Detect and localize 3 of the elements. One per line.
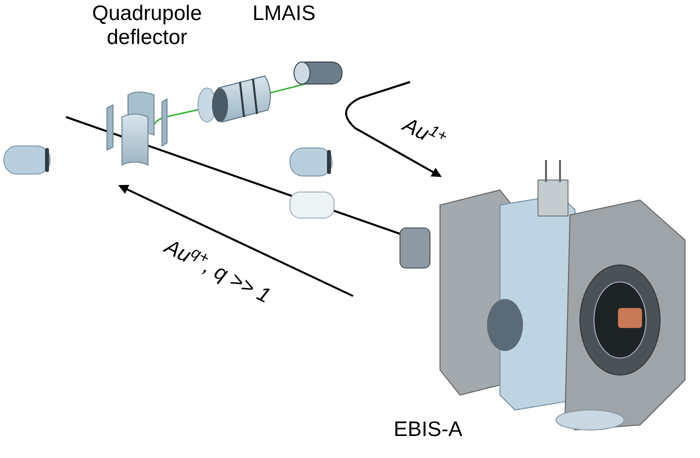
component-label: LMAIS bbox=[244, 2, 324, 26]
component-label: EBIS-A bbox=[378, 418, 478, 442]
component-label: Quadrupole deflector bbox=[82, 2, 212, 50]
